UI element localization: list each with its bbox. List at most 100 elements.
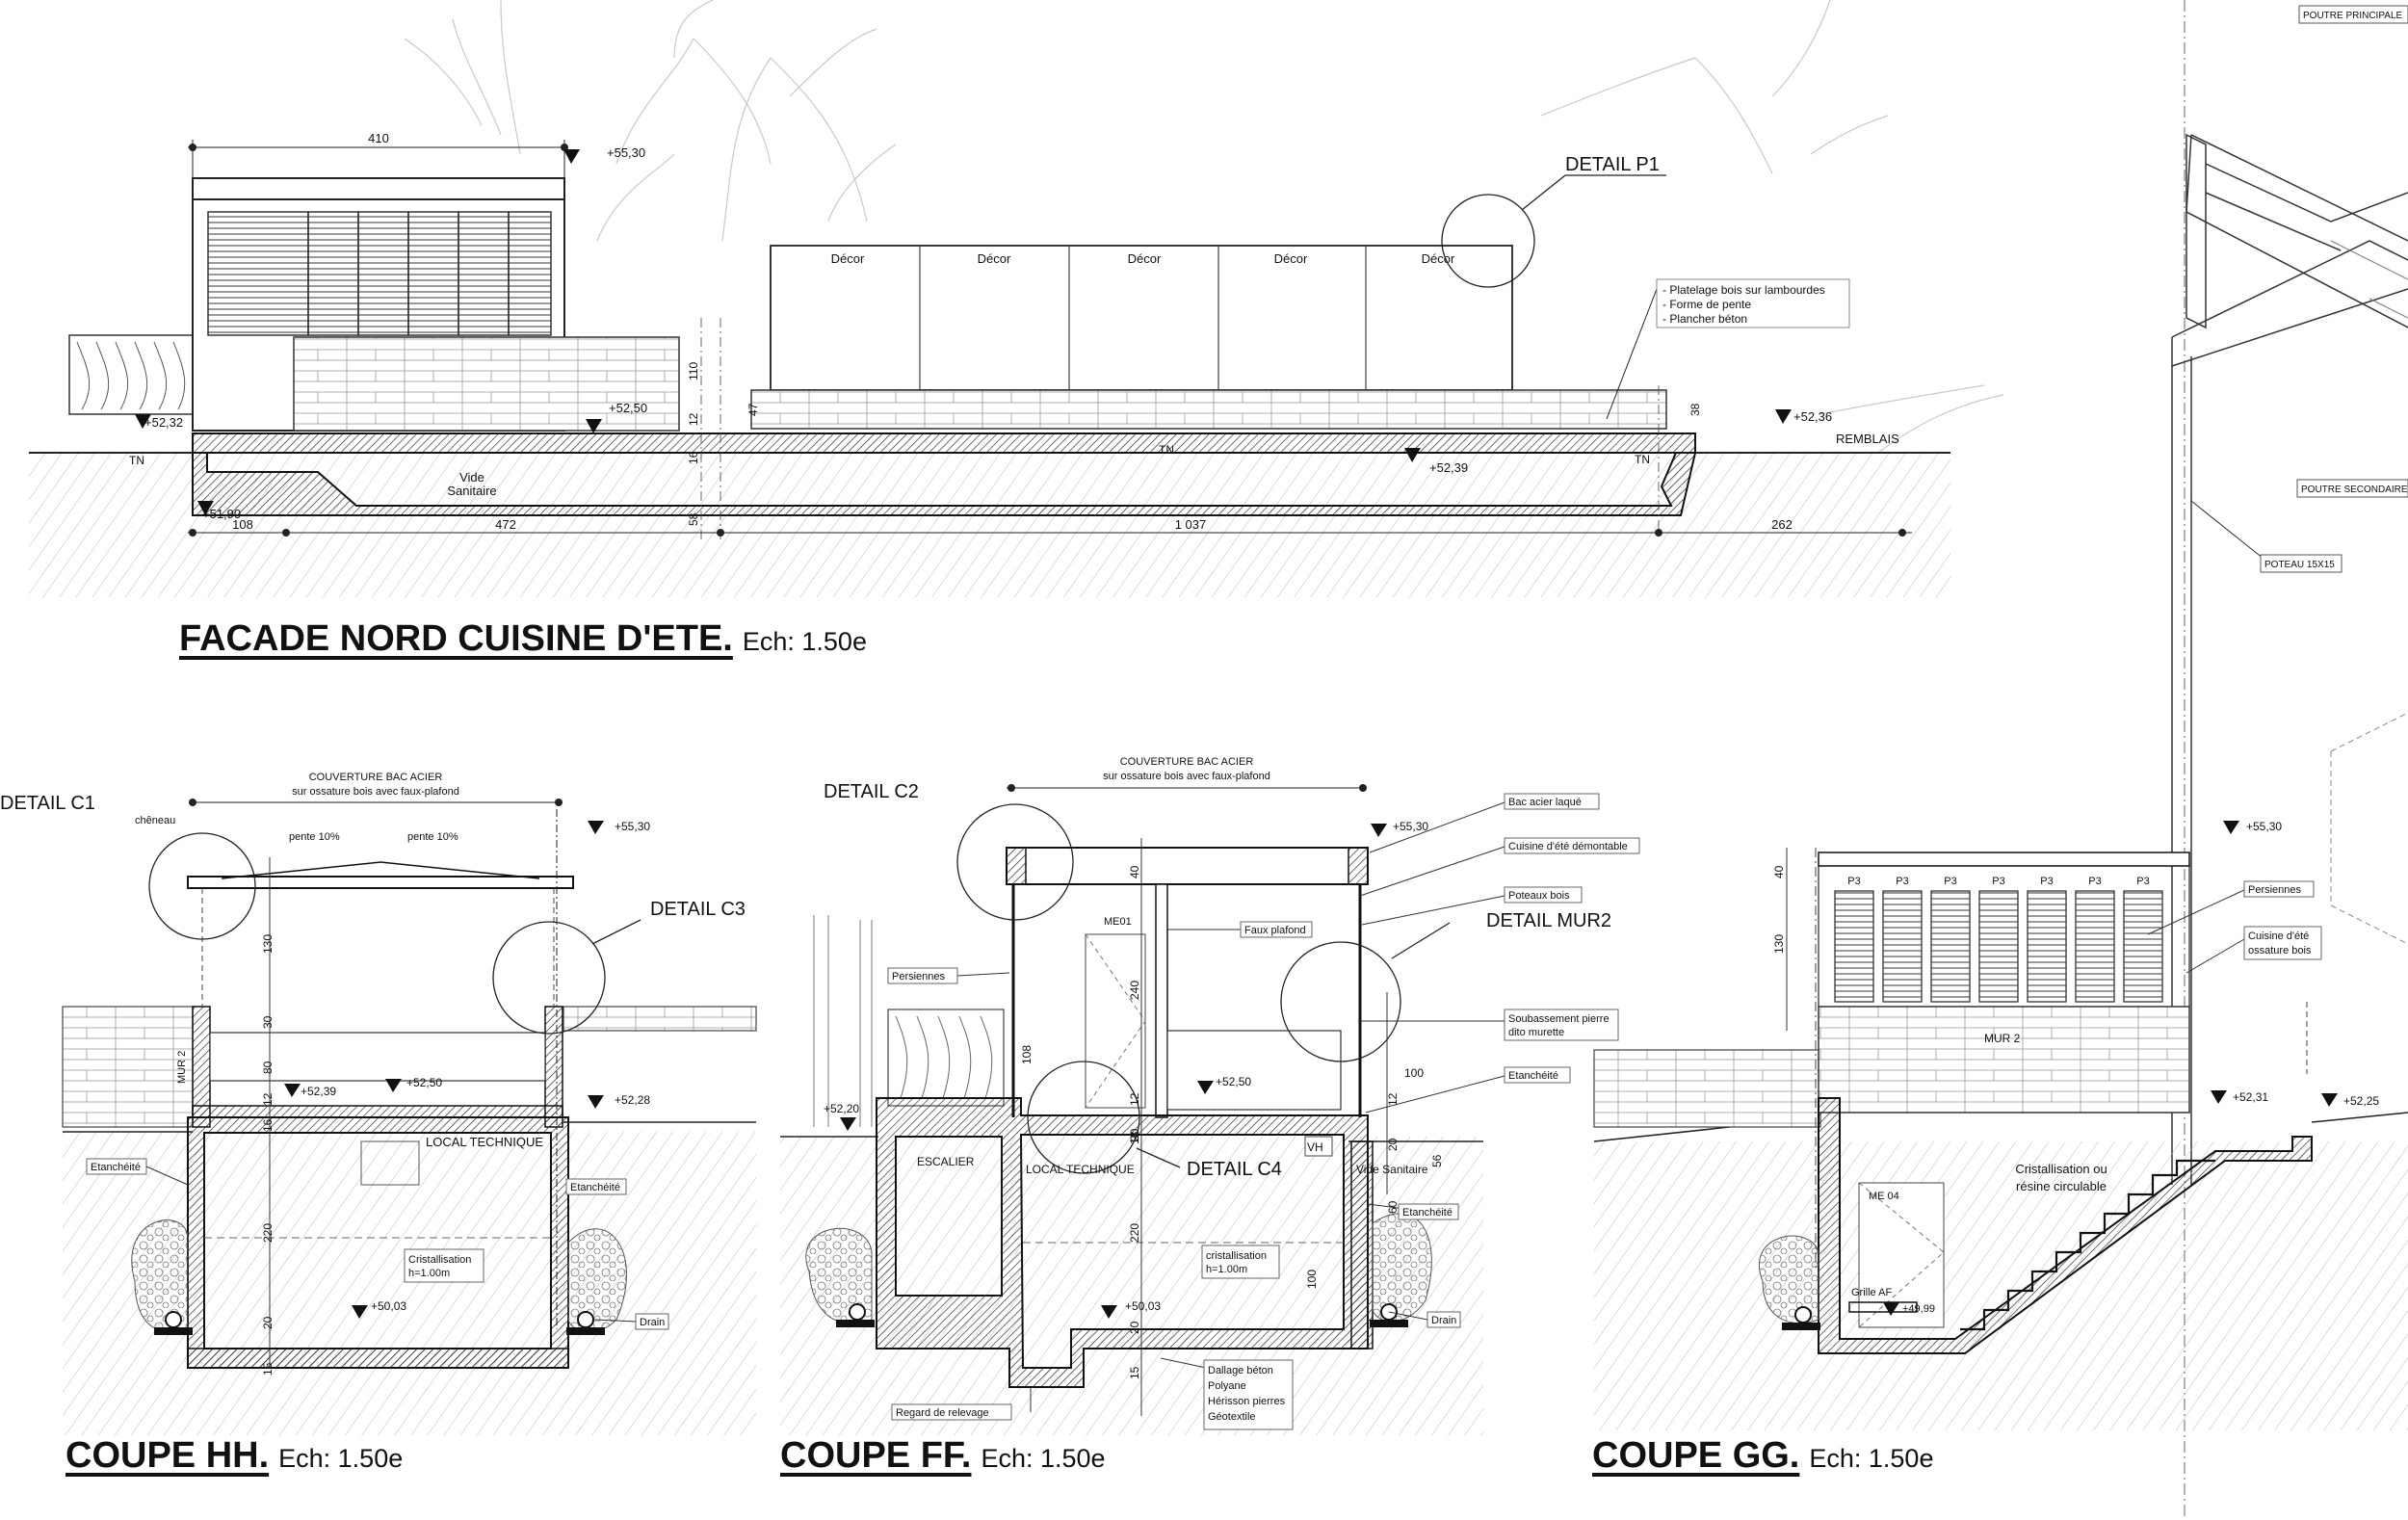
ff-cristallisation-2: h=1.00m [1206, 1264, 1247, 1275]
coupe-hh-title-scale: Ech: 1.50e [278, 1444, 404, 1473]
tree-sketch [404, 0, 2004, 454]
ff-drain-left [849, 1303, 866, 1321]
gg-p3-3: P3 [1944, 876, 1956, 887]
ff-callout-soubassement: Soubassement pierre [1508, 1013, 1610, 1025]
hh-level-5228: +52,28 [615, 1093, 650, 1107]
facade-ground-hatch [29, 453, 1950, 597]
coupe-hh-drawing: COUVERTURE BAC ACIER sur ossature bois a… [0, 772, 757, 1435]
ff-dim-56: 56 [1430, 1154, 1444, 1167]
hh-dim-30: 30 [261, 1015, 275, 1029]
dim-top-410: 410 [368, 131, 389, 145]
ff-detail-mur2-circle [1280, 941, 1401, 1062]
gg-stone-base [1818, 1006, 2190, 1114]
hh-cristallisation-2: h=1.00m [408, 1268, 450, 1279]
ff-dim-12b: 12 [1386, 1092, 1400, 1106]
ff-dallage-3: Hérisson pierres [1208, 1396, 1286, 1407]
coupe-ff-title-scale: Ech: 1.50e [981, 1444, 1106, 1473]
vide-sanitaire-1: Vide [459, 470, 484, 485]
ff-callout-persiennes: Persiennes [892, 971, 946, 983]
gg-p3-2: P3 [1896, 876, 1908, 887]
coupe-gg-title: COUPE GG.Ech: 1.50e [1592, 1435, 1933, 1477]
level-markers [135, 149, 1792, 515]
gg-persiennes [1834, 890, 2163, 1003]
gg-dim-130: 130 [1772, 934, 1786, 954]
gg-ground-hatch [1594, 1141, 2408, 1430]
ff-basement [876, 1097, 1369, 1388]
level-5239: +52,39 [1429, 460, 1468, 475]
ff-dim-220: 220 [1128, 1223, 1141, 1243]
gg-callout-persiennes: Persiennes [2248, 884, 2302, 896]
decor-label-1: Décor [831, 251, 865, 266]
gg-p3-6: P3 [2088, 876, 2101, 887]
label-poutre-principale: POUTRE PRINCIPALE [2303, 11, 2402, 21]
ff-railing [887, 1009, 1005, 1107]
gg-dim-40: 40 [1772, 865, 1786, 878]
ff-me01: ME01 [1104, 916, 1132, 928]
hh-drain-right [577, 1311, 594, 1328]
facade-stone-wall [293, 336, 680, 432]
gg-drain [1794, 1306, 1812, 1323]
facade-shutters [307, 211, 552, 336]
hh-level-5003: +50,03 [371, 1299, 406, 1313]
tn-right: TN [1635, 453, 1650, 466]
ff-dim-20c: 20 [1128, 1321, 1141, 1334]
ff-dim-108: 108 [1020, 1045, 1034, 1064]
hh-detail-c3-circle [492, 921, 606, 1035]
dim-262: 262 [1771, 517, 1793, 532]
dim-108: 108 [232, 517, 253, 532]
hh-etancheite-right: Etanchéité [570, 1182, 620, 1193]
ff-dallage-1: Dallage béton [1208, 1365, 1273, 1376]
hh-level-5250: +52,50 [406, 1076, 442, 1089]
decor-label-4: Décor [1274, 251, 1308, 266]
facade-slab [192, 432, 1696, 454]
level-5530: +55,30 [607, 145, 645, 160]
facade-foundation [192, 452, 1697, 516]
ff-dim-100: 100 [1404, 1066, 1424, 1080]
ff-detail-c4: DETAIL C4 [1187, 1159, 1282, 1180]
ff-callout-regard: Regard de relevage [896, 1407, 989, 1419]
dim-v-47: 47 [746, 403, 760, 416]
dim-v-16: 16 [687, 451, 700, 464]
gg-callout-cuisine: Cuisine d'été [2248, 930, 2309, 942]
hh-stone-wall [62, 1006, 194, 1128]
hh-detail-c1-circle [148, 832, 256, 940]
gg-mur2: MUR 2 [1984, 1032, 2021, 1045]
dim-v-12: 12 [687, 412, 700, 426]
coupe-ff-drawing: VH COUVERTURE BAC ACIER sur ossature boi… [780, 756, 1640, 1435]
hh-slab [192, 1105, 563, 1118]
hh-drain-left [165, 1311, 182, 1328]
gg-level-5530: +55,30 [2246, 820, 2282, 833]
ff-callout-drain: Drain [1431, 1315, 1456, 1326]
ff-dim-100b: 100 [1305, 1270, 1319, 1289]
hh-couverture-1: COUVERTURE BAC ACIER [309, 772, 443, 783]
vide-sanitaire-2: Sanitaire [447, 484, 496, 498]
hh-dim-220: 220 [261, 1223, 275, 1243]
ff-counter [1166, 1030, 1342, 1111]
facade-nord-drawing: Décor Décor Décor Décor Décor Vide Sanit… [29, 0, 2004, 597]
facade-louvered-panels [207, 211, 309, 336]
ff-callout-etancheite: Etanchéité [1402, 1207, 1453, 1219]
ff-dim-15: 15 [1128, 1366, 1141, 1379]
ff-detail-c4-circle [1027, 1061, 1140, 1174]
remblais-label: REMBLAIS [1836, 432, 1899, 446]
dim-v-110: 110 [687, 362, 700, 380]
ff-callout-leaders [955, 801, 1505, 1412]
tn-mid: TN [1159, 443, 1174, 457]
hh-cheneau: chêneau [135, 815, 175, 826]
ff-dim-40: 40 [1128, 865, 1141, 878]
level-5236: +52,36 [1793, 409, 1832, 424]
dim-v-38: 38 [1688, 403, 1702, 416]
note-1: - Platelage bois sur lambourdes [1662, 283, 1825, 297]
label-box-poteau [2260, 554, 2343, 573]
level-5190: +51,90 [202, 507, 241, 521]
note-2: - Forme de pente [1662, 298, 1751, 311]
hh-level-5530: +55,30 [615, 820, 650, 833]
ff-callout-bac-acier: Bac acier laqué [1508, 797, 1582, 808]
hh-detail-c3: DETAIL C3 [650, 899, 746, 920]
gg-p3-7: P3 [2136, 876, 2149, 887]
gg-level-5231: +52,31 [2233, 1090, 2268, 1104]
gg-basement [1818, 1097, 2313, 1354]
ff-level-5003: +50,03 [1125, 1299, 1161, 1313]
hh-detail-c1: DETAIL C1 [0, 793, 95, 814]
